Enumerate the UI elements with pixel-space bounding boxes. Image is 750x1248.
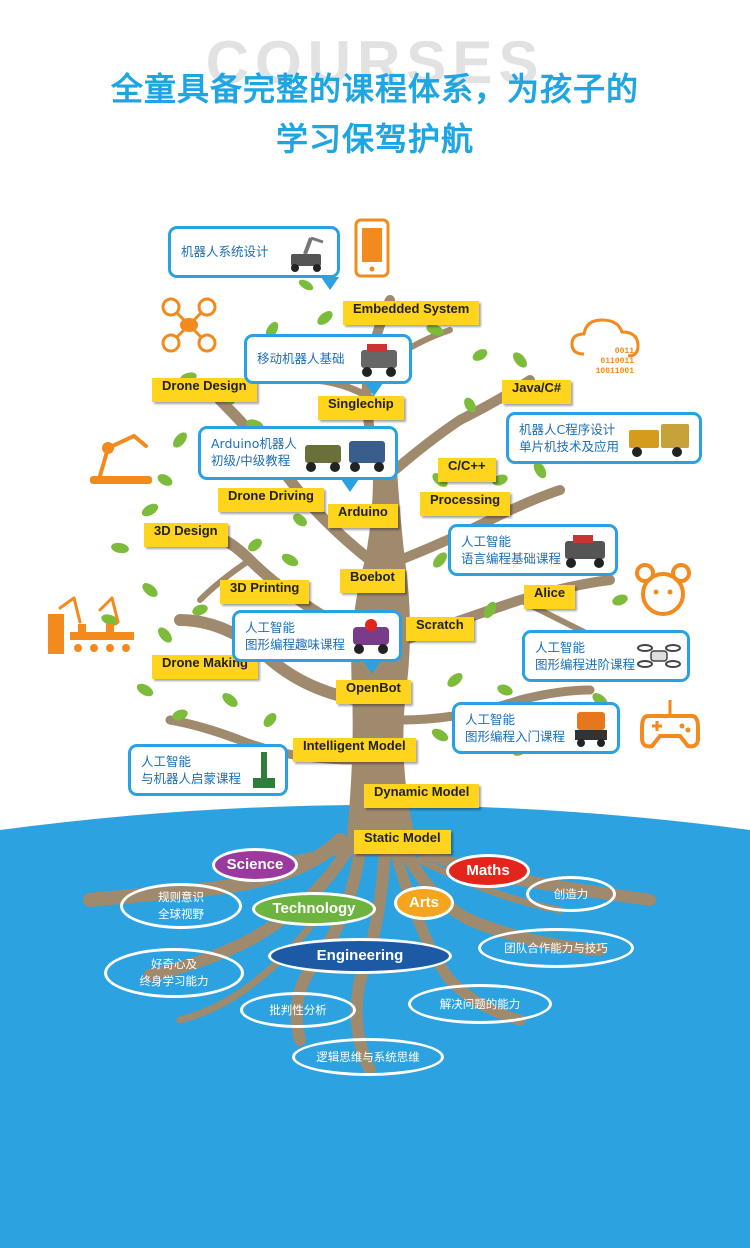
bubble-text-line1: 人工智能 <box>461 534 512 549</box>
tag-drone-driving: Drone Driving <box>218 488 324 512</box>
binary-line-1: 0011 <box>614 347 634 356</box>
robot-icon <box>565 535 605 568</box>
steam-maths: Maths <box>446 854 530 888</box>
bear-icon <box>635 563 691 616</box>
bubble-text-line2: 与机器人启蒙课程 <box>141 771 242 786</box>
bubble-text-line2: 语言编程基础课程 <box>461 551 562 566</box>
bubble-ai-language: 人工智能 语言编程基础课程 <box>448 524 618 576</box>
bubble-text-line2: 图形编程趣味课程 <box>245 637 346 652</box>
ability-teamwork: 团队合作能力与技巧 <box>478 928 634 968</box>
bubble-text-line2: 图形编程进阶课程 <box>535 657 636 672</box>
steam-arts: Arts <box>394 886 454 920</box>
factory-icon <box>48 596 134 654</box>
bubble-text-line1: 人工智能 <box>141 754 192 769</box>
tag-embedded-system: Embedded System <box>343 301 480 325</box>
bubble-ai-fun: 人工智能 图形编程趣味课程 <box>232 610 402 674</box>
bubble-text-line1: 人工智能 <box>465 712 516 727</box>
robot-icon <box>629 424 689 457</box>
ability-text-line1: 好奇心及 <box>151 957 197 971</box>
tag-openbot: OpenBot <box>336 680 411 704</box>
phone-icon <box>354 218 390 278</box>
steam-technology: Technology <box>252 892 376 926</box>
ability-curiosity: 好奇心及终身学习能力 <box>104 948 244 998</box>
robot-icon <box>361 344 397 377</box>
robot-icon <box>253 752 275 788</box>
ability-logic: 逻辑思维与系统思维 <box>292 1038 444 1076</box>
bubble-text-line1: 人工智能 <box>245 620 296 635</box>
bubble-robot-system: 机器人系统设计 <box>168 226 340 290</box>
tag-dynamic-model: Dynamic Model <box>364 784 480 808</box>
ability-text-line1: 规则意识 <box>158 890 204 904</box>
ability-text-line2: 全球视野 <box>158 907 204 921</box>
steam-engineering: Engineering <box>268 938 452 974</box>
bubble-text-line2: 图形编程入门课程 <box>465 729 566 744</box>
headline-line1: 全童具备完整的课程体系，为孩子的 <box>110 70 639 108</box>
bubble-mobile-robot: 移动机器人基础 <box>244 334 412 396</box>
tag-processing: Processing <box>420 492 511 516</box>
bubble-text-line1: 机器人C程序设计 <box>519 422 616 437</box>
tag-alice: Alice <box>524 585 576 609</box>
drone-icon <box>161 297 217 353</box>
tag-3d-design: 3D Design <box>144 523 228 547</box>
drone-robot-icon <box>637 644 681 668</box>
bubble-text-line2: 单片机技术及应用 <box>519 439 620 454</box>
tag-arduino: Arduino <box>328 504 398 528</box>
bubble-text-line1: Arduino机器人 <box>211 436 297 451</box>
steam-science: Science <box>212 848 298 882</box>
bubble-text-line1: 人工智能 <box>535 640 586 655</box>
ability-critical: 批判性分析 <box>240 992 356 1028</box>
robot-icon <box>353 619 389 654</box>
tag-java: Java/C# <box>502 380 572 404</box>
bubble-text: 机器人系统设计 <box>181 244 269 259</box>
ability-text-line2: 终身学习能力 <box>139 974 209 988</box>
headline-line2: 学习保驾护航 <box>275 120 474 158</box>
tag-boebot: Boebot <box>340 569 405 593</box>
ground <box>0 805 750 1248</box>
cloud-icon <box>570 318 640 358</box>
robot-icon <box>291 236 324 272</box>
robot-icon <box>305 441 385 472</box>
binary-line-3: 10011001 <box>595 367 634 376</box>
bubble-ai-intro: 人工智能 图形编程入门课程 <box>452 702 620 754</box>
bubble-c-robot: 机器人C程序设计 单片机技术及应用 <box>506 412 702 464</box>
background-word: COURSES <box>205 29 545 96</box>
bubble-text: 移动机器人基础 <box>257 351 345 366</box>
robot-arm-icon <box>90 434 152 484</box>
tag-c: C/C++ <box>438 458 496 482</box>
robot-icon <box>575 712 607 747</box>
bubble-ai-advanced: 人工智能 图形编程进阶课程 <box>522 630 690 682</box>
ability-creativity: 创造力 <box>526 876 616 912</box>
bubble-arduino-robot: Arduino机器人 初级/中级教程 <box>198 426 398 492</box>
tag-drone-design: Drone Design <box>152 378 257 402</box>
gamepad-icon <box>640 700 700 749</box>
bubble-ai-robot-intro: 人工智能 与机器人启蒙课程 <box>128 744 288 796</box>
tag-static-model: Static Model <box>354 830 451 854</box>
tag-intelligent-model: Intelligent Model <box>293 738 416 762</box>
ability-problem-solving: 解决问题的能力 <box>408 984 552 1024</box>
ability-rules: 规则意识全球视野 <box>120 883 242 929</box>
tag-3d-printing: 3D Printing <box>220 580 310 604</box>
binary-line-2: 0110011 <box>600 357 634 366</box>
tag-scratch: Scratch <box>406 617 474 641</box>
bubble-text-line2: 初级/中级教程 <box>211 453 291 468</box>
binary-text: 0011 0110011 10011001 <box>572 347 634 377</box>
tag-singlechip: Singlechip <box>318 396 404 420</box>
